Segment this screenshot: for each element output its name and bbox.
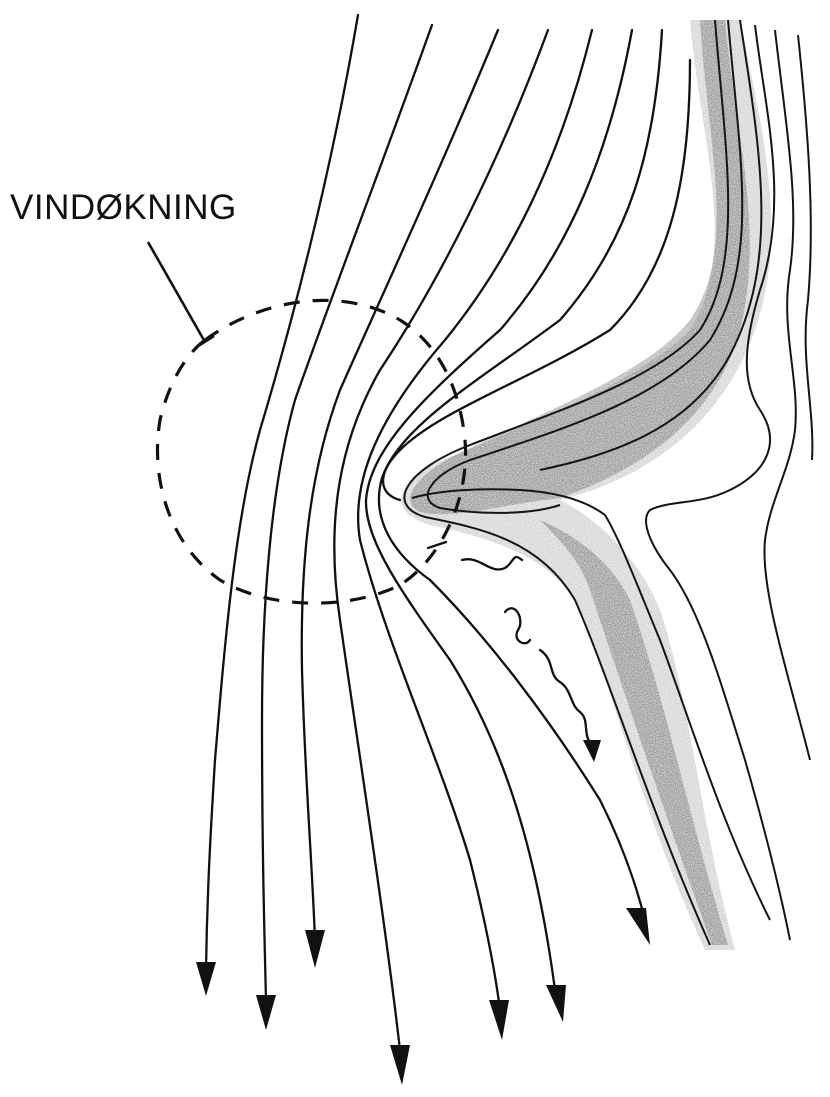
arrowhead-2 [256, 995, 276, 1030]
arrowhead-7 [626, 908, 650, 945]
streamlines [206, 15, 690, 1050]
arrowhead-5 [489, 1000, 509, 1040]
arrowhead-4 [390, 1045, 410, 1085]
arrowhead-3 [305, 930, 325, 968]
streamline-2 [262, 25, 432, 1000]
arrowhead-6 [546, 985, 566, 1022]
arrowhead-8 [583, 740, 601, 762]
label-leader [148, 242, 214, 348]
streamline-1 [206, 15, 358, 970]
annotation-label: VINDØKNING [10, 188, 237, 228]
arrowhead-1 [196, 962, 216, 996]
wind-increase-zone [158, 300, 466, 603]
ridge-shading [401, 20, 771, 950]
